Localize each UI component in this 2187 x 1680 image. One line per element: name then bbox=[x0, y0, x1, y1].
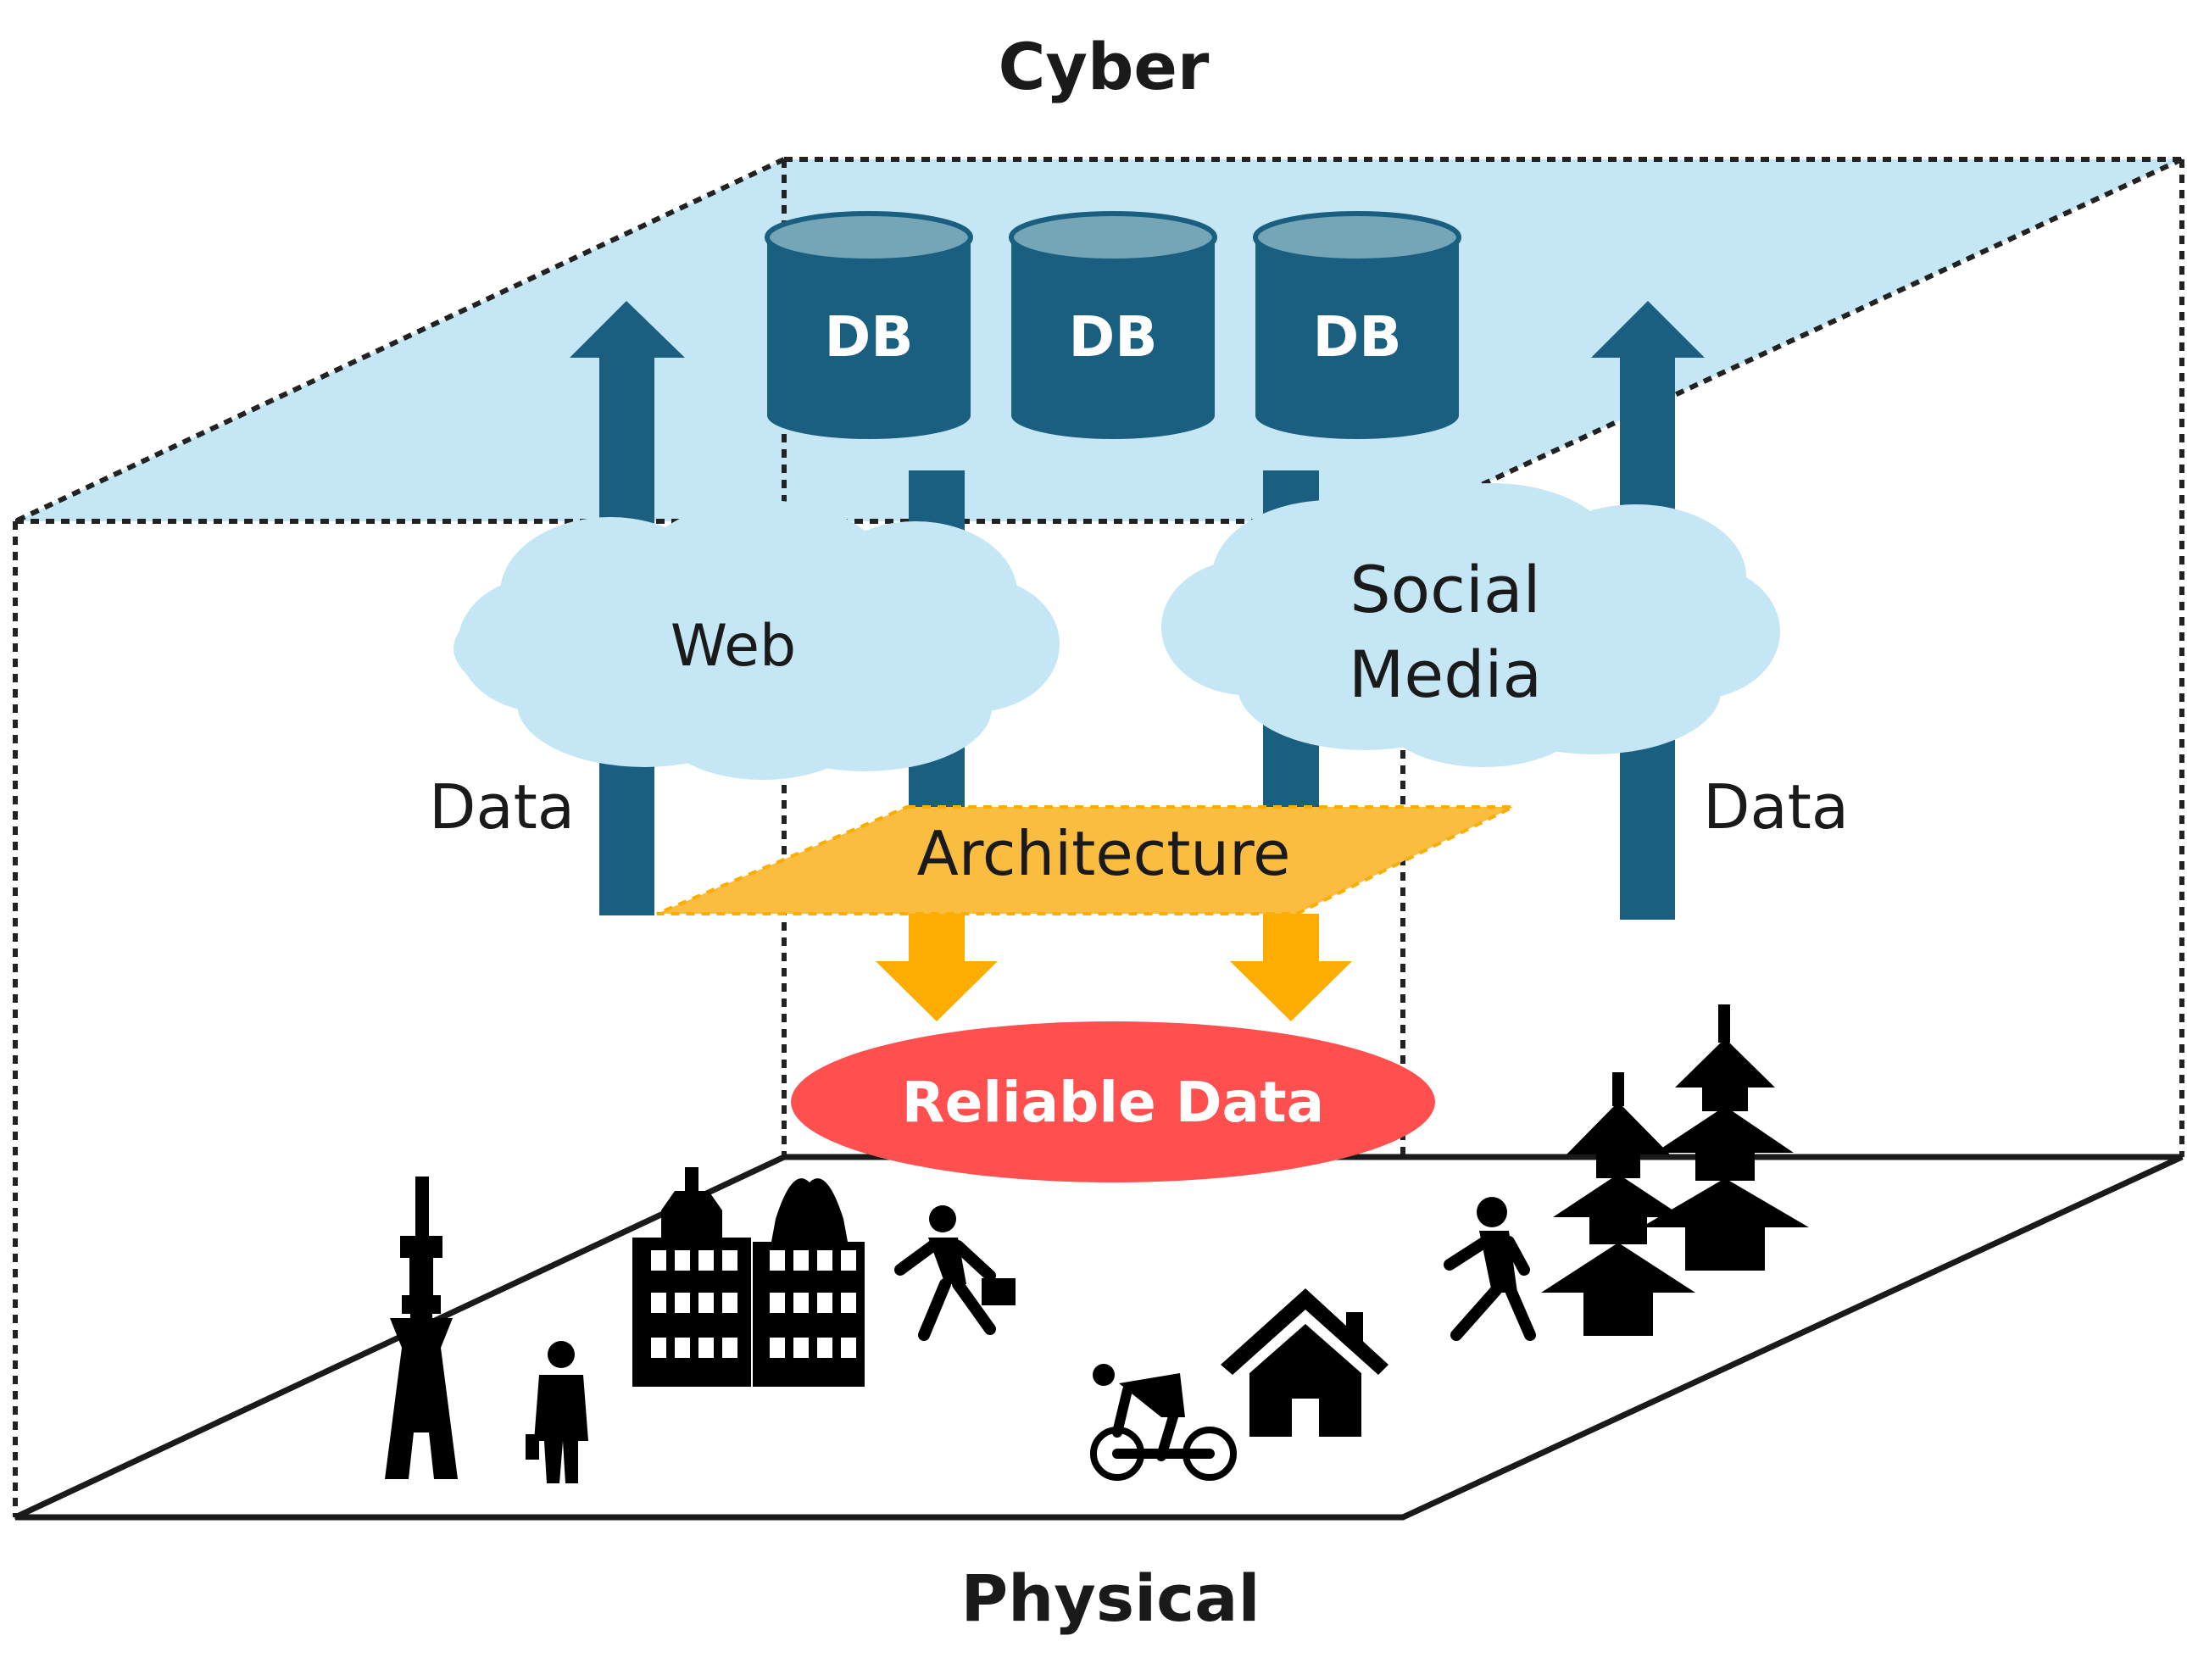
reliable-data-label: Reliable Data bbox=[902, 1070, 1324, 1135]
physical-label: Physical bbox=[960, 1560, 1260, 1636]
cyclist-icon bbox=[1090, 1364, 1237, 1481]
pagoda-icon bbox=[1541, 1072, 1695, 1336]
cloud-social-label-line1: Social bbox=[1349, 552, 1540, 627]
down-arrow-right bbox=[1230, 914, 1352, 1021]
pedestrian-icon bbox=[1444, 1197, 1536, 1341]
db-cylinder-3: DB bbox=[1253, 211, 1461, 439]
house-icon bbox=[1221, 1288, 1388, 1437]
reliable-data-ellipse bbox=[791, 1021, 1435, 1182]
cloud-web-label: Web bbox=[671, 613, 796, 680]
down-arrow-left bbox=[876, 914, 998, 1021]
db-label: DB bbox=[824, 304, 913, 370]
tower-icon bbox=[385, 1177, 458, 1479]
buildings-icon bbox=[632, 1167, 865, 1387]
db-label: DB bbox=[1312, 304, 1401, 370]
walking-businessman-icon bbox=[894, 1205, 1016, 1341]
cyber-label: Cyber bbox=[999, 29, 1210, 104]
db-cylinder-1: DB bbox=[765, 211, 973, 439]
db-cylinder-2: DB bbox=[1009, 211, 1217, 439]
data-label-right: Data bbox=[1703, 771, 1849, 843]
pagoda-icon bbox=[1641, 1004, 1809, 1271]
architecture-label: Architecture bbox=[917, 818, 1291, 889]
businessman-icon bbox=[526, 1341, 588, 1483]
db-label: DB bbox=[1068, 304, 1157, 370]
cloud-web bbox=[454, 500, 1060, 780]
cloud-social-label-line2: Media bbox=[1349, 637, 1542, 712]
cloud-social-media bbox=[1161, 483, 1780, 767]
data-label-left: Data bbox=[429, 771, 575, 843]
